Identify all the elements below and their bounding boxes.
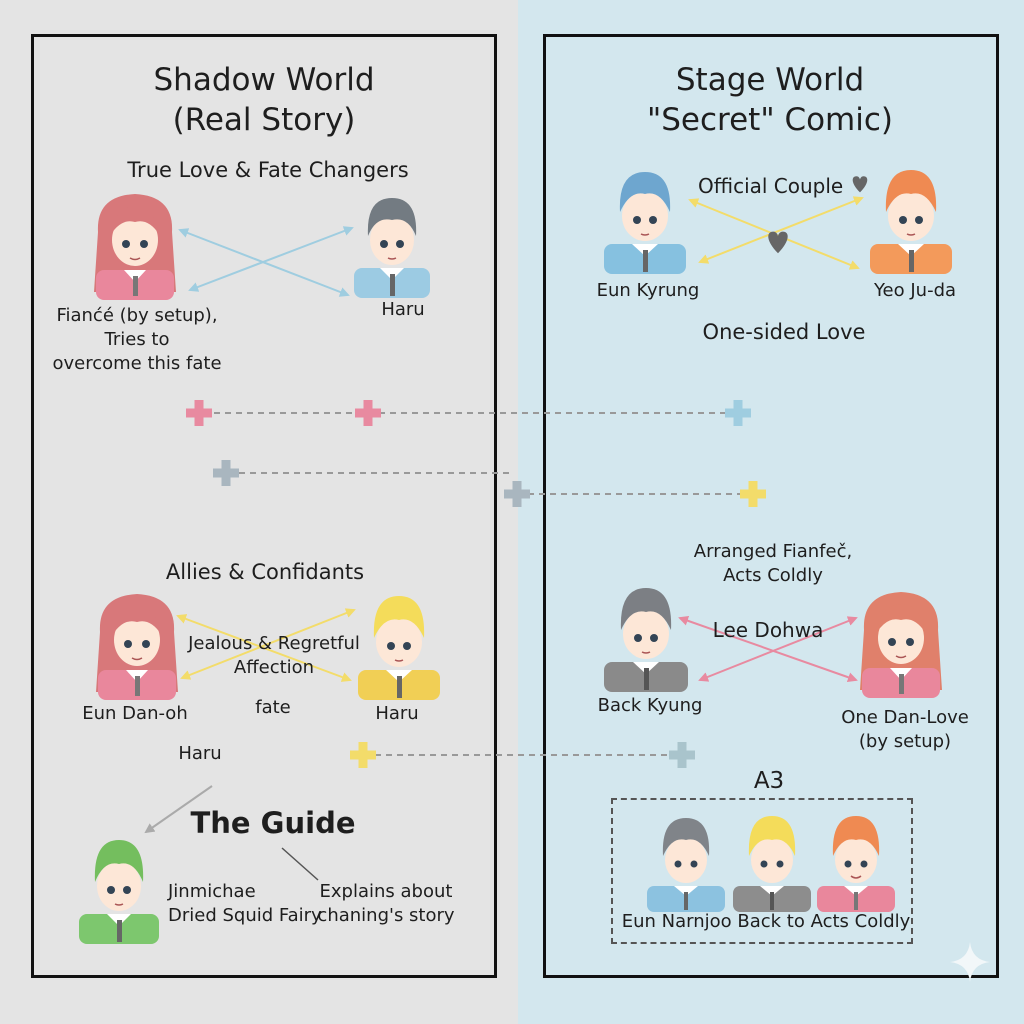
shadow-world-background: [0, 0, 518, 1024]
avatar-girl-pink-right: [860, 592, 942, 698]
guide-title: The Guide: [190, 806, 356, 840]
stage-one-dan-label: One Dan-Love (by setup): [841, 707, 969, 752]
avatar-boy-blue-top: [604, 172, 686, 274]
avatar-girl-pink-middle: [96, 594, 178, 700]
shadow-haru-label: Haru: [178, 743, 222, 764]
stage-title-line1: Stage World: [675, 62, 865, 98]
plus-icon: [725, 400, 751, 426]
shadow-title-line2: (Real Story): [172, 102, 356, 138]
plus-icon: [355, 400, 381, 426]
plus-icon: [669, 742, 695, 768]
shadow-world-panel: [31, 34, 497, 978]
guide-arrow: [144, 785, 213, 834]
heart-icon: [852, 176, 868, 193]
shadow-fate-label: fate: [255, 697, 291, 718]
guide-description: Explains about chaning's story: [317, 881, 455, 926]
plus-icon: [213, 460, 239, 486]
avatar-guide-green: [79, 840, 159, 944]
stage-world-panel: [543, 34, 999, 978]
shadow-boy2-label: Haru: [375, 703, 419, 724]
avatar-a3-orange: [817, 816, 895, 912]
plus-icon: [740, 481, 766, 507]
plus-icon: [350, 742, 376, 768]
heart-icon: [768, 231, 788, 254]
stage-boy-orange-label: Yeo Ju-da: [873, 280, 957, 301]
stage-arranged-label: Arranged Fianfeč, Acts Coldly: [693, 541, 853, 586]
stage-title-line2: "Secret" Comic): [646, 102, 894, 138]
stage-one-sided-love: One-sided Love: [702, 320, 866, 344]
shadow-boy1-label: Haru: [381, 299, 425, 320]
stage-boy-blue-label: Eun Kyrung: [596, 280, 700, 301]
shadow-jealous-label: Jealous & Regretful Affection: [188, 633, 360, 678]
stage-lee-dohwa: Lee Dohwa: [712, 618, 824, 642]
stage-official-couple: Official Couple: [698, 174, 844, 198]
sparkle-icon: [950, 942, 990, 982]
shadow-girl1-label: Fianćé (by setup), Tries to overcome thi…: [52, 305, 222, 374]
stage-arranged-arrow-2: [698, 616, 858, 682]
avatar-boy-yellow-middle: [358, 596, 440, 700]
avatar-boy-gray-top: [354, 198, 430, 298]
shadow-love-arrow-2: [188, 226, 354, 292]
plus-icon: [504, 481, 530, 507]
a3-group-names: Eun Narnjoo Back to Acts Coldly: [621, 911, 911, 932]
stage-couple-arrow-2: [698, 196, 864, 264]
avatar-a3-gray: [647, 818, 725, 912]
avatar-boy-orange-top: [870, 170, 952, 274]
shadow-title-line1: Shadow World: [153, 62, 375, 98]
guide-name: Jinmichae Dried Squid Fairy: [168, 881, 322, 926]
a3-group-title: A3: [753, 768, 785, 794]
guide-pointer-line: [281, 847, 319, 881]
shadow-girl2-label: Eun Dan-oh: [82, 703, 188, 724]
shadow-ally-arrow-2: [180, 608, 356, 680]
shadow-section-true-love: True Love & Fate Changers: [127, 158, 409, 182]
a3-group-box: [611, 798, 913, 944]
shadow-section-allies: Allies & Confidants: [165, 560, 365, 584]
avatar-girl-pink-top: [94, 194, 176, 300]
avatar-a3-yellow: [733, 816, 811, 912]
avatar-boy-gray-middle: [604, 588, 688, 692]
plus-icon: [186, 400, 212, 426]
stage-back-kyung: Back Kyung: [597, 695, 703, 716]
